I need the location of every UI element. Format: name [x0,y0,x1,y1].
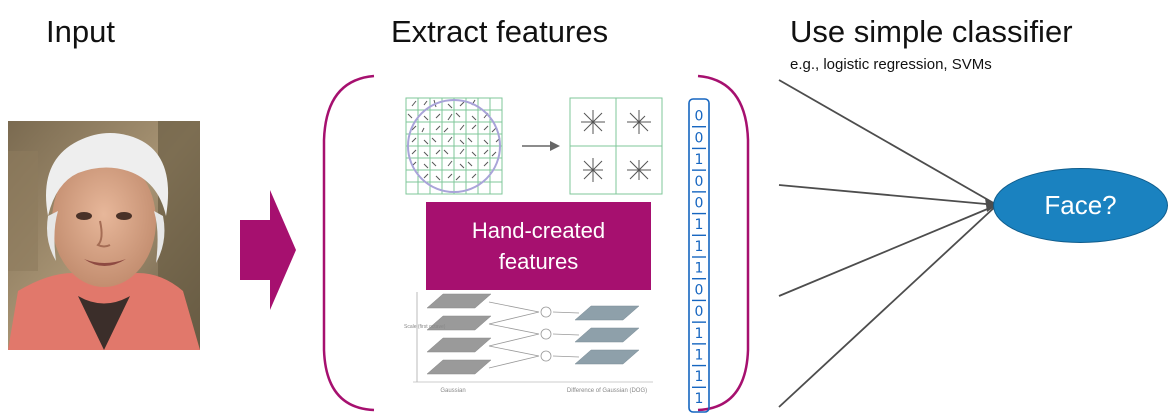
face-label: Face? [1044,190,1117,220]
classifier-heading: Use simple classifier [790,14,1073,49]
feature-box-line-1: Hand-created [471,218,606,243]
feature-vector-entry: 0 [695,195,704,211]
feature-vector-entry: 1 [695,217,704,233]
feature-bracket [322,74,750,412]
feature-vector-entry: 0 [695,304,704,320]
feature-box-line-2: features [498,249,579,274]
face-output-node: Face? [993,168,1168,243]
connection-line-1 [778,79,998,206]
feature-vector-entry: 1 [695,261,704,277]
feature-vector: 0 0 1 0 0 1 1 1 0 0 1 1 1 1 [688,98,710,413]
feature-vector-entry: 1 [695,152,704,168]
feature-vector-entry: 1 [695,326,704,342]
connection-line-2 [778,184,998,206]
feature-vector-entry: 1 [695,369,704,385]
feature-vector-entry: 0 [695,130,704,146]
feature-vector-entry: 0 [695,174,704,190]
connection-line-3 [778,204,998,297]
dog-right-caption: Difference of Gaussian (DOG) [567,388,647,394]
hog-descriptor-figure [405,97,663,195]
feature-vector-entry: 0 [695,282,704,298]
input-heading: Input [46,14,115,49]
right-arrow-icon [240,190,296,310]
hand-created-features-box: Hand-created features [426,202,651,290]
dog-y-axis-label: Scale (first octave) [404,324,446,330]
feature-vector-entry: 1 [695,391,704,407]
feature-vector-entry: 1 [695,347,704,363]
portrait-photo [8,121,200,350]
extract-features-heading: Extract features [391,14,609,49]
feature-vector-entry: 0 [695,109,704,125]
connection-line-4 [778,204,998,408]
dog-left-caption: Gaussian [440,388,465,394]
dog-pyramid-figure: Scale (first octave) Gaussian Difference… [404,292,653,394]
feature-vector-entry: 1 [695,239,704,255]
classifier-examples: e.g., logistic regression, SVMs [790,56,992,73]
connection-arrowhead [985,198,997,212]
